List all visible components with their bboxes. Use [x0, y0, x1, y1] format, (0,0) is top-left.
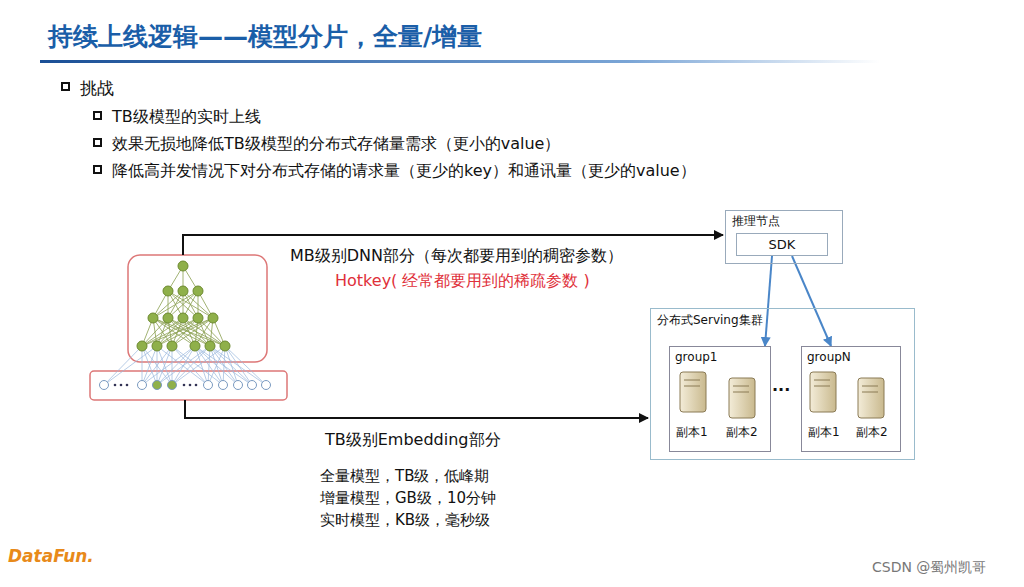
- dnn-frame: [128, 255, 267, 362]
- embedding-cell: [219, 381, 228, 390]
- slide-title: 持续上线逻辑——模型分片，全量/增量: [48, 22, 482, 52]
- neuron: [205, 341, 215, 351]
- neuron: [163, 313, 173, 323]
- inference-node: 推理节点 SDK: [725, 210, 843, 264]
- note-line: 增量模型，GB级，10分钟: [320, 489, 496, 507]
- neuron: [193, 286, 203, 296]
- neuron: [193, 313, 203, 323]
- neuron: [220, 341, 230, 351]
- replica-group: groupN 副本1 副本2: [801, 346, 901, 452]
- embedding-link: [223, 346, 225, 385]
- note-line: 全量模型，TB级，低峰期: [320, 467, 489, 485]
- network-link: [153, 291, 198, 318]
- ellipsis-dot: [183, 384, 186, 387]
- neuron: [208, 313, 218, 323]
- ellipsis-dot: [120, 384, 123, 387]
- node-label: 推理节点: [732, 214, 780, 228]
- neuron: [167, 341, 177, 351]
- note-line: 实时模型，KB级，毫秒级: [320, 511, 490, 529]
- embedding-link: [225, 346, 266, 385]
- node-label: group1: [675, 350, 718, 364]
- neuron: [190, 341, 200, 351]
- embedding-link: [172, 346, 225, 385]
- embedding-cell: [262, 381, 271, 390]
- node-label: SDK: [769, 237, 796, 253]
- neuron: [178, 313, 188, 323]
- network-links: [104, 266, 266, 385]
- embedding-arrow: [185, 400, 648, 418]
- ellipsis-dot: [189, 384, 192, 387]
- connector-arrow: [792, 256, 831, 346]
- arrow-label: TB级别Embedding部分: [325, 430, 501, 449]
- neuron: [178, 286, 188, 296]
- sdk-box: SDK: [736, 233, 828, 256]
- arrow-label: MB级别DNN部分（每次都要用到的稠密参数）: [290, 246, 623, 265]
- embedding-link: [104, 346, 157, 385]
- ellipsis-dot: [126, 384, 129, 387]
- embedding-link: [157, 346, 195, 385]
- embedding-link: [208, 346, 225, 385]
- embedding-link: [142, 346, 172, 385]
- watermark: CSDN @蜀州凯哥: [872, 559, 986, 576]
- neuron: [163, 286, 173, 296]
- bullet-item: TB级模型的实时上线: [112, 107, 261, 126]
- arrow-label-red: Hotkey( 经常都要用到的稀疏参数 ): [335, 271, 590, 290]
- title-underline: [40, 60, 880, 63]
- ellipsis-dot: [114, 384, 117, 387]
- neuron: [148, 313, 158, 323]
- connector-arrow: [765, 256, 772, 346]
- node-label: 分布式Serving集群: [657, 313, 763, 327]
- embedding-link: [142, 346, 195, 385]
- embedding-frame: [90, 371, 287, 400]
- bullet-heading: 挑战: [80, 78, 114, 98]
- bullet-item: 降低高并发情况下对分布式存储的请求量（更少的key）和通讯量（更少的value）: [112, 161, 696, 180]
- replica-label: 副本1: [808, 425, 840, 439]
- ellipsis: ···: [772, 380, 790, 399]
- replica-label: 副本2: [856, 425, 888, 439]
- embedding-link: [172, 346, 173, 385]
- neuron: [137, 341, 147, 351]
- neuron: [178, 261, 188, 271]
- embedding-link: [104, 346, 142, 385]
- embedding-cell: [248, 381, 257, 390]
- embedding-link: [208, 346, 210, 385]
- ellipsis-dot: [195, 384, 198, 387]
- embedding-cell: [100, 381, 109, 390]
- server-icons: [680, 372, 884, 418]
- network-neurons: [100, 261, 271, 390]
- embedding-link: [157, 346, 210, 385]
- embedding-link: [172, 346, 210, 385]
- replica-label: 副本2: [726, 425, 758, 439]
- embedding-link: [195, 346, 252, 385]
- embedding-link: [142, 346, 172, 385]
- embedding-cell: [168, 381, 177, 390]
- serving-cluster: 分布式Serving集群 group1 副本1 副本2 groupN 副本1 副本2: [650, 308, 915, 460]
- replica-group: group1 副本1 副本2: [669, 346, 771, 452]
- embedding-cell: [138, 381, 147, 390]
- embedding-link: [210, 346, 238, 385]
- embedding-cell: [204, 381, 213, 390]
- replica-label: 副本1: [676, 425, 708, 439]
- neuron: [152, 341, 162, 351]
- logo-text: DataFun.: [8, 546, 94, 566]
- embedding-cell: [153, 381, 162, 390]
- node-label: groupN: [807, 350, 851, 364]
- embedding-link: [142, 346, 143, 385]
- embedding-link: [225, 346, 252, 385]
- bullet-item: 效果无损地降低TB级模型的分布式存储量需求（更小的value）: [112, 134, 560, 153]
- embedding-link: [210, 346, 266, 385]
- embedding-cell: [234, 381, 243, 390]
